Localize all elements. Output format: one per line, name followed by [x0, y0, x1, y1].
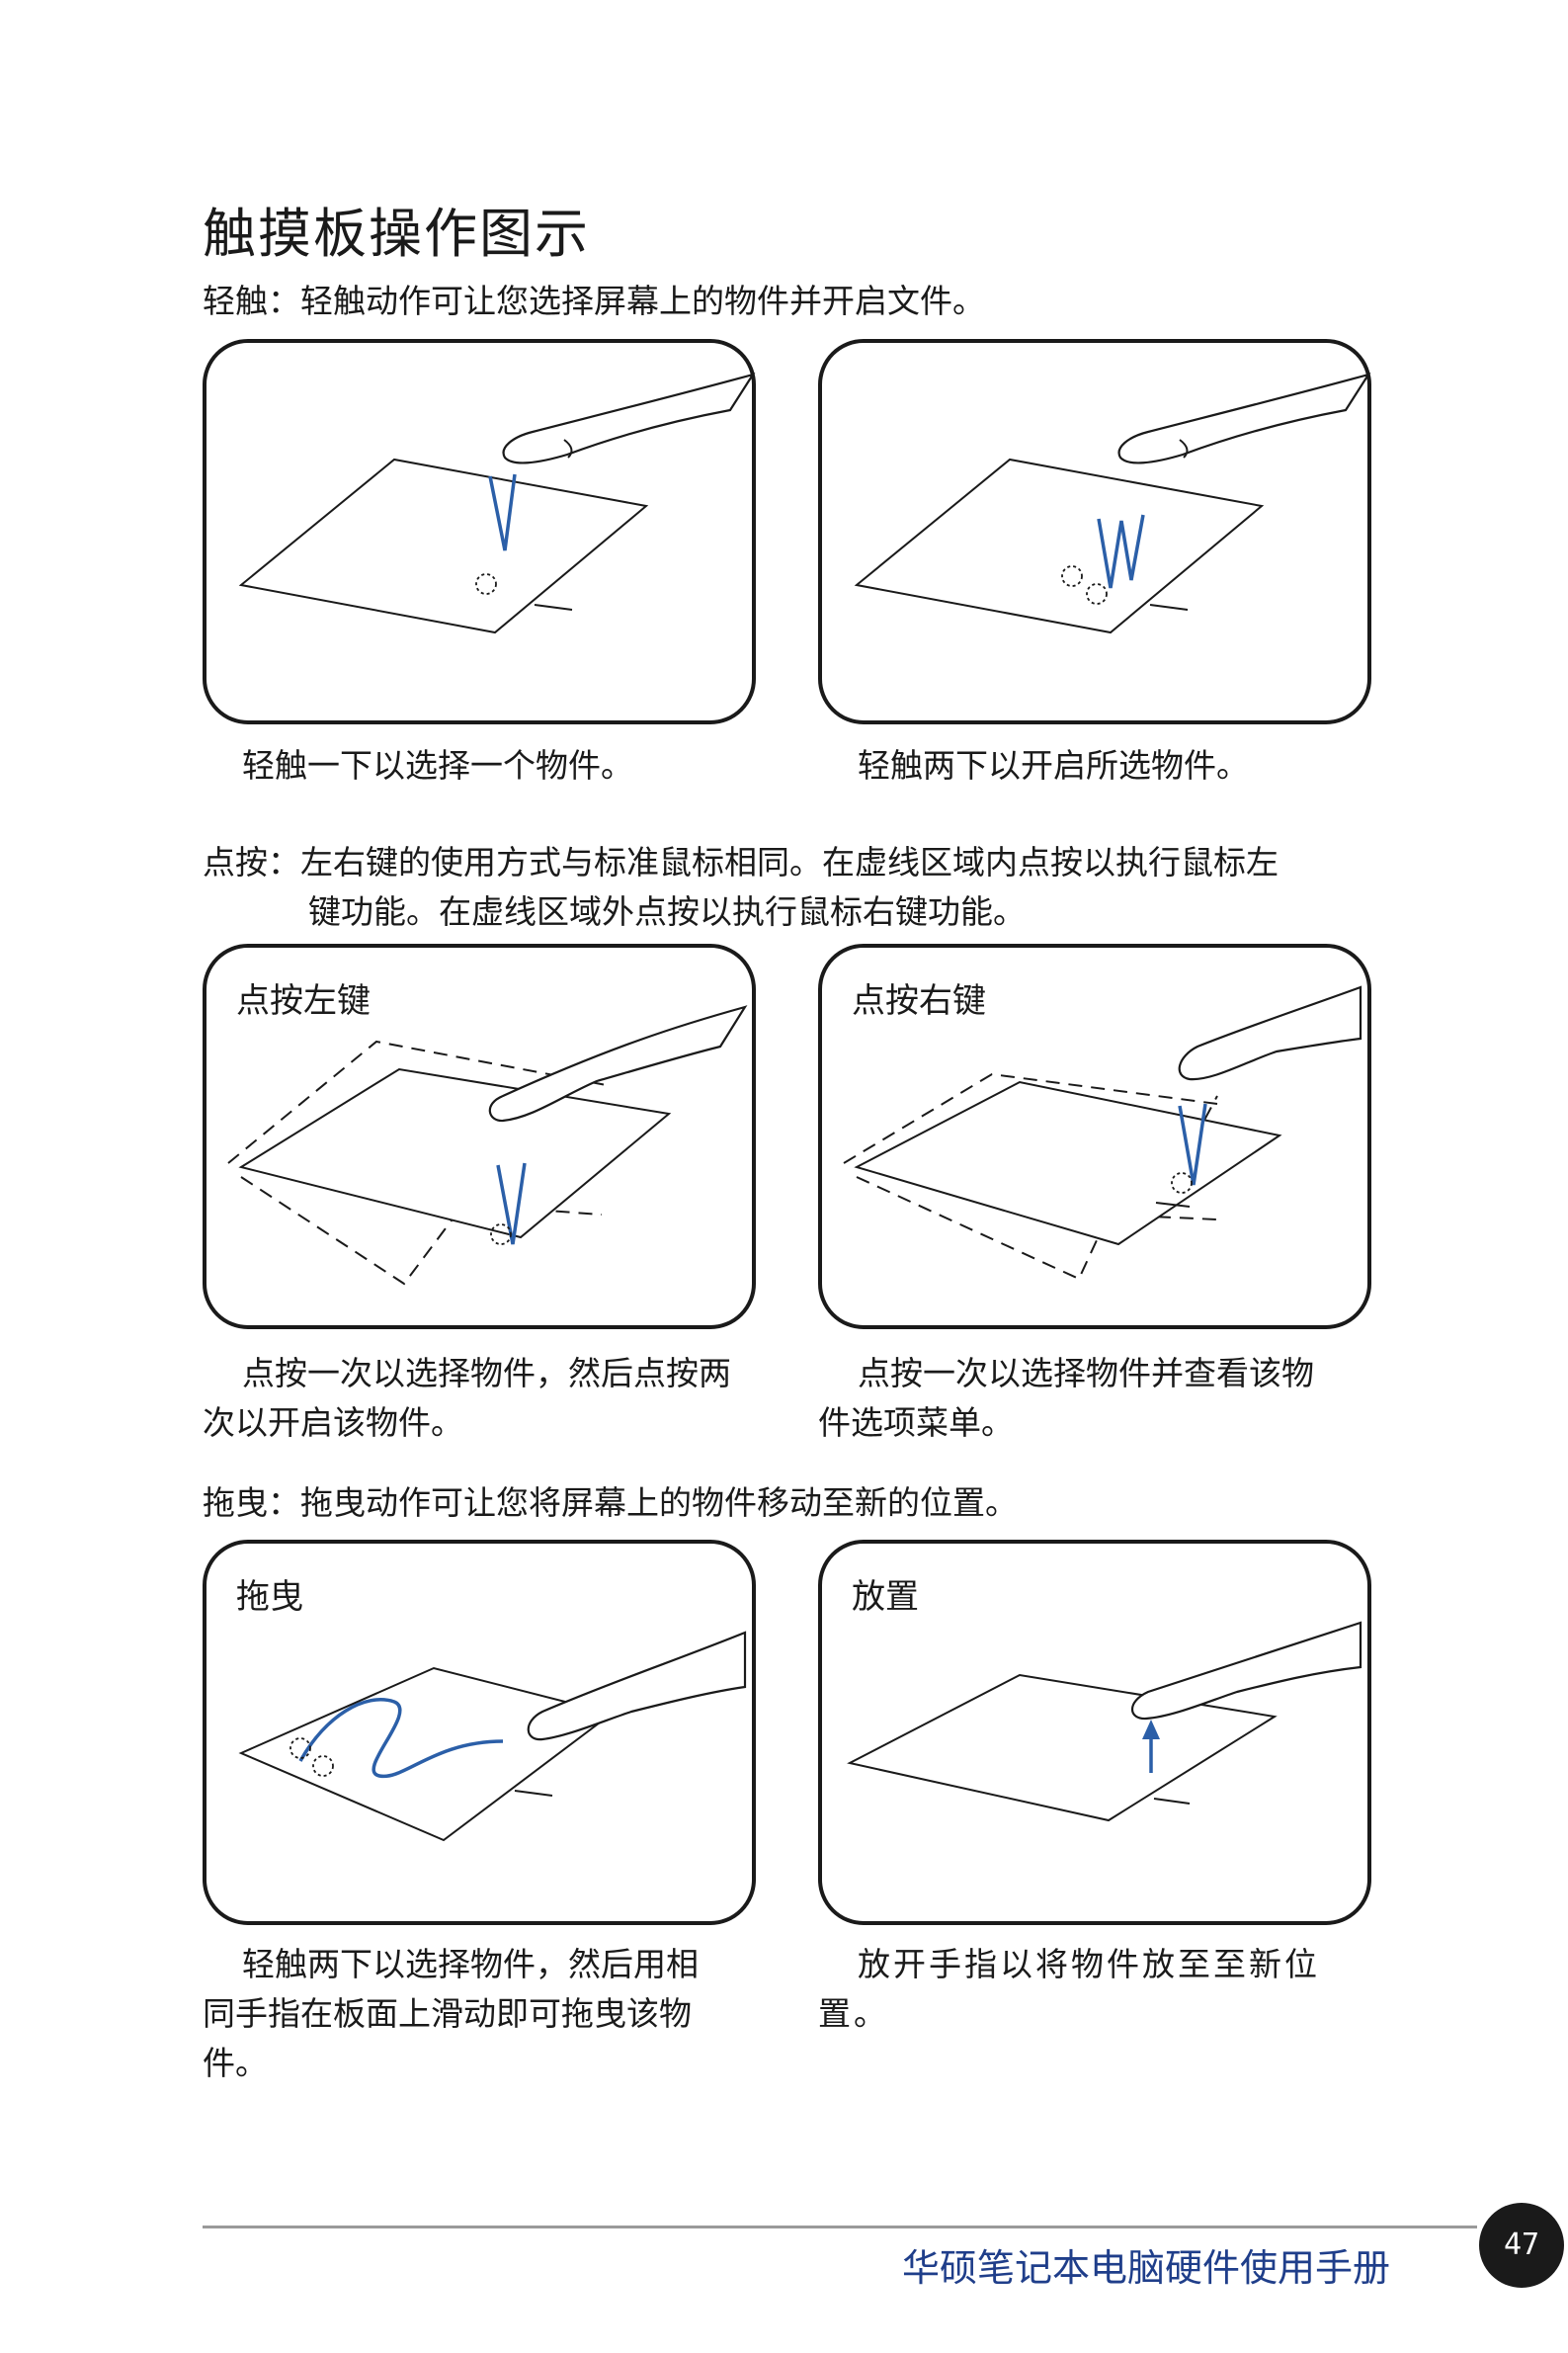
touchpad-illustration: [238, 1067, 672, 1239]
finger-illustration: [1117, 373, 1371, 464]
caption-double-tap: 轻触两下以开启所选物件。: [858, 746, 1249, 785]
section-label: 拖曳: [203, 1483, 268, 1522]
panel-drop: 放置: [818, 1540, 1371, 1925]
caption-left-click: 点按一次以选择物件，然后点按两 次以开启该物件。: [203, 1354, 731, 1442]
panel-single-tap: [203, 339, 756, 724]
left-click-illustration: [227, 1005, 748, 1286]
section-description: ：拖曳动作可让您将屏幕上的物件移动至新的位置。: [268, 1483, 1018, 1522]
section-label: 点按: [203, 843, 268, 882]
stroke-mark: [1178, 1103, 1207, 1186]
panel-right-click: 点按右键: [818, 944, 1371, 1329]
touchpad-illustration: [854, 1080, 1282, 1246]
stroke-mark: [496, 1162, 527, 1245]
touchpad-illustration: [238, 1666, 615, 1842]
stroke-mark: [488, 473, 517, 551]
touchpad-illustration: [854, 458, 1265, 634]
panel-label: 点按左键: [236, 981, 371, 1021]
section-click-heading: 点按：左右键的使用方式与标准鼠标相同。在虚线区域内点按以执行鼠标左 键功能。在虚…: [203, 838, 1279, 937]
panel-drag: 拖曳: [203, 1540, 756, 1925]
section-drag-heading: 拖曳：拖曳动作可让您将屏幕上的物件移动至新的位置。: [203, 1478, 1018, 1528]
finger-illustration: [1178, 985, 1362, 1081]
tap-ripple-icon: [289, 1737, 334, 1777]
tap-ripple-icon: [475, 573, 497, 595]
stroke-mark: [1097, 514, 1145, 589]
caption-drag: 轻触两下以选择物件，然后用相 同手指在板面上滑动即可拖曳该物 件。: [203, 1945, 699, 2082]
right-button-zone: [843, 1072, 1218, 1164]
footer-divider: [203, 2226, 1477, 2228]
finger-illustration: [502, 373, 756, 464]
single-tap-illustration: [238, 373, 756, 634]
drag-illustration: [238, 1631, 747, 1842]
section-description: ：左右键的使用方式与标准鼠标相同。在虚线区域内点按以执行鼠标左: [268, 843, 1279, 882]
panel-label: 点按右键: [852, 981, 986, 1021]
arrow-up-icon: [1142, 1720, 1160, 1773]
drop-illustration: [847, 1621, 1362, 1822]
section-tap-heading: 轻触：轻触动作可让您选择屏幕上的物件并开启文件。: [203, 277, 985, 326]
finger-illustration: [527, 1631, 747, 1741]
caption-right-click: 点按一次以选择物件并查看该物 件选项菜单。: [818, 1354, 1314, 1442]
touchpad-illustration: [238, 458, 649, 634]
finger-illustration: [488, 1005, 748, 1123]
tap-ripple-icon: [490, 1223, 512, 1245]
stroke-mark: [298, 1698, 504, 1779]
caption-drop: 放开手指以将物件放至至新位 置。: [818, 1945, 1320, 2033]
page-title: 触摸板操作图示: [203, 203, 590, 265]
double-tap-illustration: [854, 373, 1371, 634]
left-button-zone: [227, 1040, 613, 1164]
footer-manual-title: 华硕笔记本电脑硬件使用手册: [902, 2246, 1391, 2290]
tap-ripple-icon: [1171, 1172, 1193, 1194]
panel-label: 放置: [852, 1577, 919, 1617]
page-number-badge: 47: [1479, 2203, 1564, 2288]
panel-label: 拖曳: [236, 1577, 303, 1617]
caption-single-tap: 轻触一下以选择一个物件。: [242, 746, 633, 785]
panel-left-click: 点按左键: [203, 944, 756, 1329]
tap-ripple-icon: [1061, 565, 1108, 605]
finger-illustration: [1130, 1621, 1362, 1721]
panel-double-tap: [818, 339, 1371, 724]
section-label: 轻触: [203, 282, 268, 320]
section-description: ：轻触动作可让您选择屏幕上的物件并开启文件。: [268, 282, 985, 320]
section-description-cont: 键功能。在虚线区域外点按以执行鼠标右键功能。: [308, 892, 1026, 931]
right-click-illustration: [843, 985, 1362, 1281]
